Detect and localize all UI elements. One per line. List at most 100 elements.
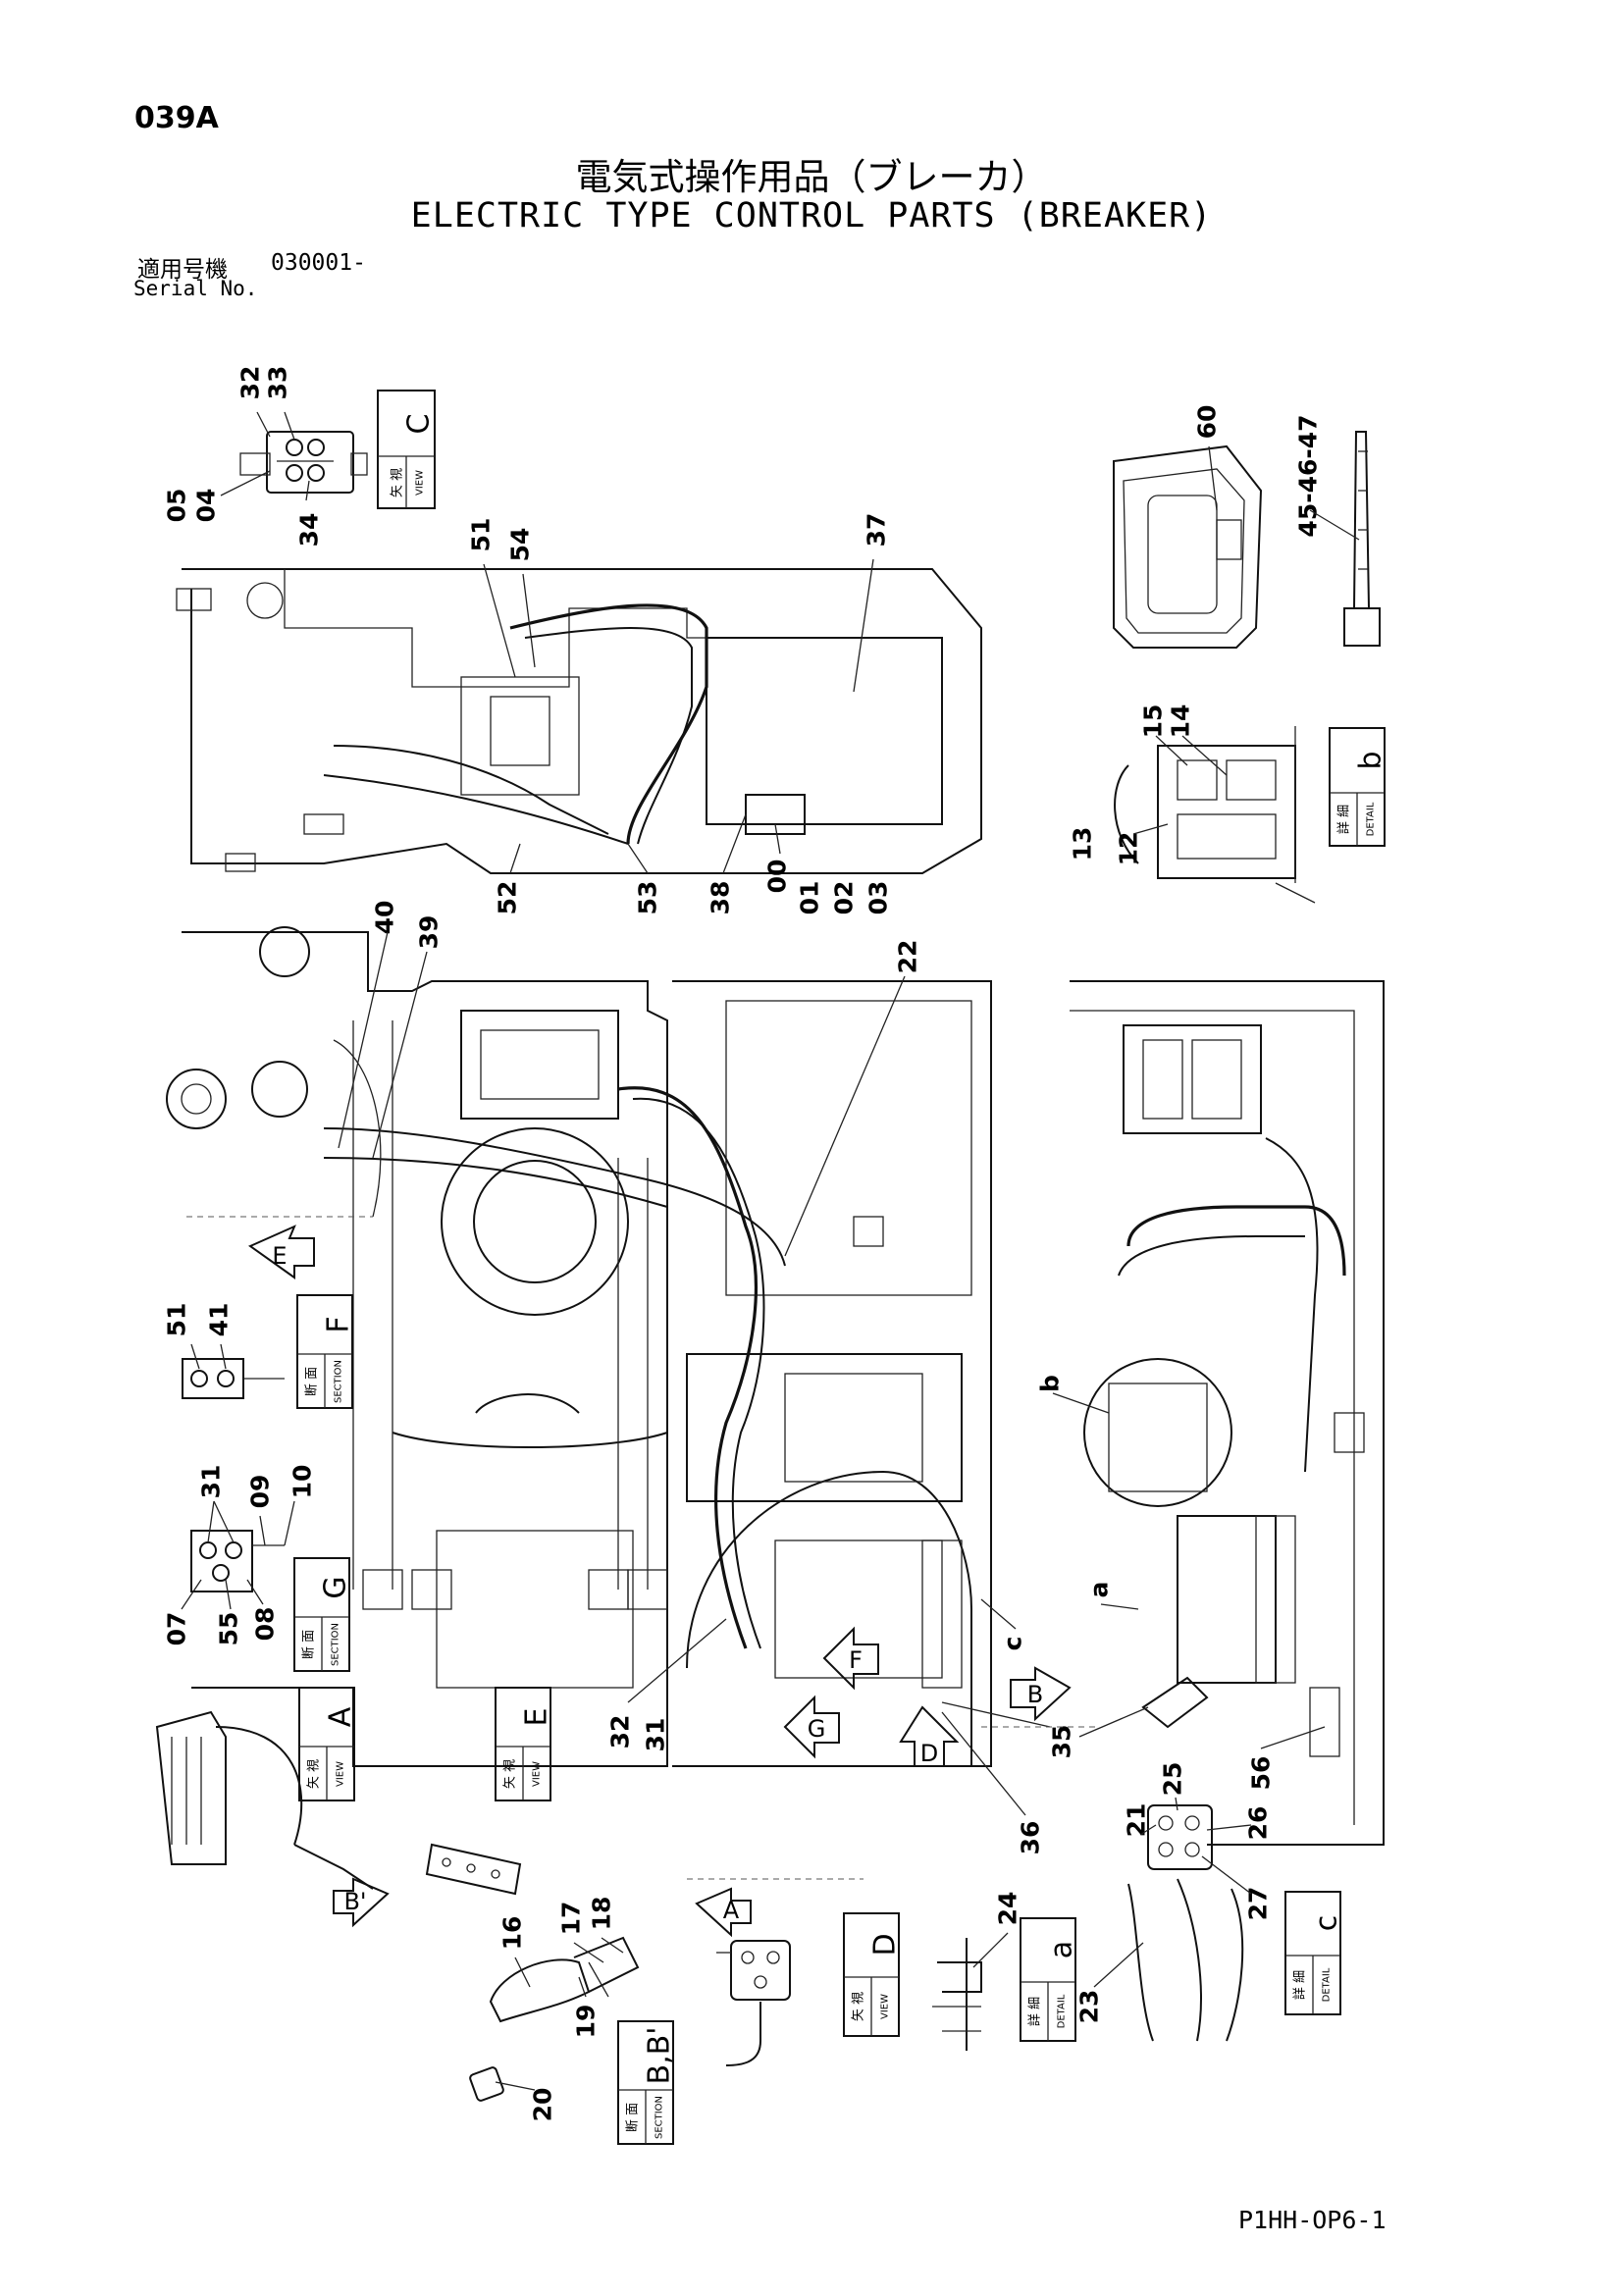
callout-33: 33	[264, 366, 292, 400]
caption-section-f: F 断 面 SECTION	[296, 1294, 356, 1409]
callout-16: 16	[498, 1916, 527, 1951]
view-arrow-d: D	[899, 1705, 960, 1767]
section-f-bracket	[182, 1358, 285, 1399]
caption-view-a: A 矢 視 VIEW	[298, 1687, 358, 1801]
caption-detail-c: c 詳 細 DETAIL	[1284, 1891, 1344, 2015]
right-control-assembly	[1070, 980, 1385, 1846]
callout-b: b	[1036, 1375, 1065, 1392]
callout-52: 52	[494, 881, 522, 915]
view-arrow-f: F	[822, 1626, 879, 1691]
callout-60: 60	[1193, 405, 1222, 440]
caption-section-g-ja: 断 面	[302, 1630, 317, 1659]
callout-26: 26	[1244, 1806, 1273, 1841]
callout-40: 40	[371, 901, 399, 935]
caption-detail-b-ja: 詳 細	[1336, 805, 1352, 834]
serial-number-value: 030001-	[271, 250, 366, 276]
callout-03: 03	[864, 881, 893, 915]
caption-detail-c-letter: c	[1310, 1915, 1344, 1932]
callout-34: 34	[295, 513, 324, 548]
callout-17: 17	[557, 1902, 586, 1936]
callout-08: 08	[251, 1607, 280, 1642]
footer-code: P1HH-OP6-1	[1238, 2206, 1387, 2234]
caption-detail-a-ja: 詳 細	[1027, 1997, 1043, 2026]
callout-51: 51	[467, 518, 496, 552]
callout-13: 13	[1069, 827, 1097, 861]
callout-21: 21	[1123, 1803, 1151, 1838]
callout-22: 22	[894, 940, 922, 974]
callout-24: 24	[994, 1892, 1022, 1926]
callout-15: 15	[1139, 704, 1168, 739]
caption-view-a-letter: A	[324, 1706, 358, 1727]
callout-23: 23	[1075, 1990, 1104, 2024]
callout-20: 20	[529, 2088, 557, 2122]
caption-detail-b-en: DETAIL	[1366, 802, 1377, 836]
caption-view-e-ja: 矢 視	[503, 1759, 518, 1789]
svg-text:F: F	[849, 1646, 863, 1674]
caption-section-bb-en: SECTION	[654, 2096, 665, 2139]
caption-view-e: E 矢 視 VIEW	[495, 1687, 554, 1801]
section-g-bracket	[190, 1530, 285, 1592]
caption-section-g-en: SECTION	[331, 1623, 341, 1666]
callout-55: 55	[215, 1612, 243, 1646]
callout-54: 54	[506, 528, 535, 562]
leader-lines	[181, 411, 1360, 2091]
detail-c-drawing	[1127, 1804, 1244, 2042]
svg-text:B': B'	[343, 1888, 366, 1915]
callout-07: 07	[163, 1612, 191, 1646]
caption-section-bb-ja: 断 面	[626, 2103, 641, 2132]
page-number: 039A	[134, 101, 219, 135]
caption-view-c-ja: 矢 視	[391, 468, 405, 497]
callout-56: 56	[1247, 1756, 1276, 1791]
caption-view-d-ja: 矢 視	[852, 1992, 866, 2021]
callout-31-lower: 31	[642, 1718, 670, 1752]
construction-lines	[186, 1216, 1099, 1880]
callout-19: 19	[572, 2005, 601, 2039]
callout-53: 53	[634, 881, 662, 915]
title-english: ELECTRIC TYPE CONTROL PARTS (BREAKER)	[410, 196, 1213, 235]
caption-view-d: D 矢 視 VIEW	[843, 1912, 903, 2037]
view-d-drawing	[716, 1940, 791, 2066]
callout-32: 32	[236, 366, 265, 400]
callout-04: 04	[192, 489, 221, 523]
view-arrow-e: E	[247, 1225, 315, 1279]
caption-section-bb: B,B' 断 面 SECTION	[617, 2020, 677, 2145]
callout-45-46-47: 45-46-47	[1294, 414, 1323, 537]
caption-view-e-en: VIEW	[532, 1761, 543, 1787]
caption-detail-b-letter: b	[1354, 751, 1388, 769]
caption-section-g: G 断 面 SECTION	[293, 1557, 353, 1672]
callout-09: 09	[246, 1475, 275, 1509]
callout-00: 00	[763, 860, 792, 894]
caption-view-c-letter: C	[402, 414, 437, 435]
callout-01: 01	[796, 881, 824, 915]
cab-monitor-detail	[1113, 444, 1263, 649]
upper-frame-assembly	[176, 568, 982, 874]
view-arrow-b: B	[1010, 1666, 1072, 1722]
callout-labels: 32 33 05 04 34 51 54 37 60 45-46-47 15 1…	[163, 366, 1323, 2122]
callout-51-section-f: 51	[163, 1303, 191, 1337]
callout-05: 05	[163, 489, 191, 523]
svg-text:A: A	[723, 1897, 740, 1924]
caption-detail-b: b 詳 細 DETAIL	[1329, 727, 1388, 847]
section-bb-grip-drawing	[469, 1936, 640, 2102]
svg-text:E: E	[272, 1242, 287, 1270]
detail-b-drawing	[1114, 726, 1316, 904]
callout-10: 10	[288, 1465, 317, 1499]
serial-label-english: Serial No.	[133, 277, 258, 300]
callout-a: a	[1085, 1582, 1114, 1598]
caption-view-c: C 矢 視 VIEW	[377, 390, 437, 509]
view-e-bracket-drawing	[425, 1843, 522, 1896]
serial-label-japanese: 適用号機	[137, 257, 228, 283]
svg-text:D: D	[920, 1740, 938, 1767]
caption-view-e-letter: E	[520, 1708, 554, 1727]
callout-14: 14	[1167, 704, 1195, 739]
callout-12: 12	[1115, 832, 1143, 866]
caption-section-g-letter: G	[319, 1576, 353, 1598]
callout-32-lower: 32	[606, 1715, 635, 1749]
callout-41: 41	[205, 1303, 234, 1337]
callout-36: 36	[1017, 1821, 1045, 1855]
caption-detail-a: a 詳 細 DETAIL	[1020, 1917, 1079, 2042]
svg-text:G: G	[808, 1715, 826, 1743]
caption-detail-a-en: DETAIL	[1057, 1994, 1068, 2028]
view-arrow-g: G	[783, 1695, 840, 1759]
